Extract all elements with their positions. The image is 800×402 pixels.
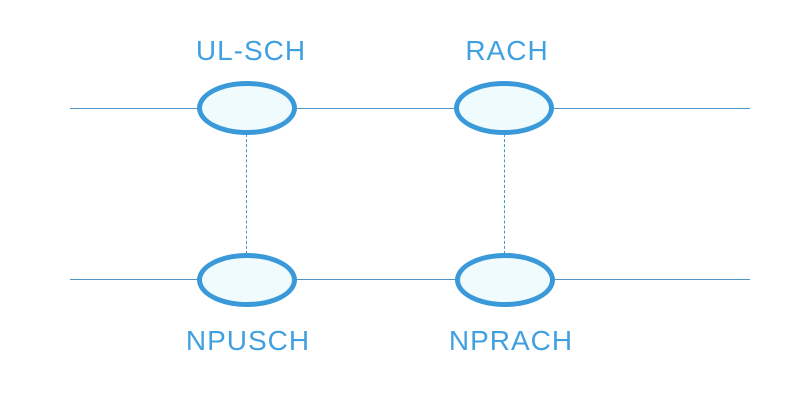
upper-layer-line (70, 108, 750, 109)
node-ellipse-nprach (455, 253, 555, 307)
node-label-nprach: NPRACH (448, 325, 574, 356)
node-label-ul-sch: UL-SCH (195, 35, 307, 66)
connector-rach-nprach (504, 134, 505, 254)
lower-layer-line (70, 279, 750, 280)
node-label-npusch: NPUSCH (185, 325, 311, 356)
connector-ul-sch-npusch (246, 134, 247, 254)
node-label-rach: RACH (465, 35, 549, 66)
node-ellipse-rach (454, 81, 554, 135)
node-ellipse-npusch (197, 253, 297, 307)
node-ellipse-ul-sch (197, 81, 297, 135)
